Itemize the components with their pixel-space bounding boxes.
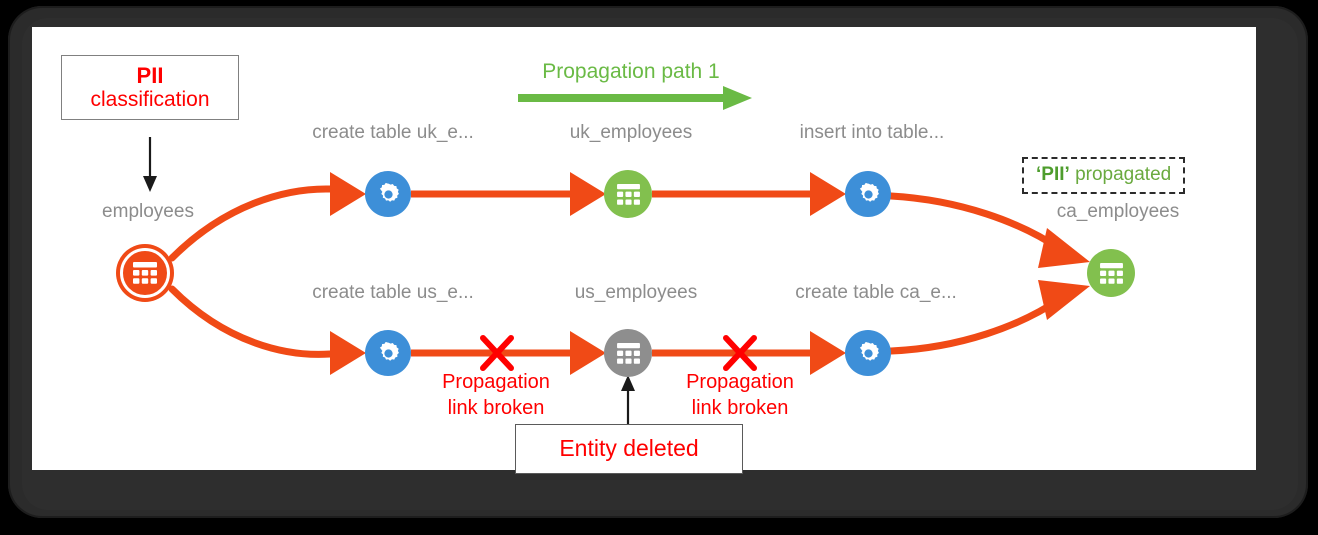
gear-icon [379,182,399,202]
node-label-ca-employees: ca_employees [1056,201,1180,222]
node-label-create-table-uk: create table uk_e... [312,122,474,143]
node-label-employees: employees [102,201,194,222]
gear-icon [859,182,879,202]
pii-propagated-quoted: ‘PII’ [1036,164,1070,185]
annotation-broken-link-1: Propagation link broken [442,369,550,421]
node-uk-employees[interactable] [604,170,652,218]
pii-classification-line2: classification [90,88,210,112]
node-label-create-table-ca: create table ca_e... [795,282,957,303]
node-label-us-employees: us_employees [574,282,698,303]
employees-highlight-ring [120,248,170,298]
pii-classification-line1: PII [136,63,164,88]
propagation-path-label: Propagation path 1 [542,60,720,83]
annotation-pii-propagated: ‘PII’ propagated [1022,157,1186,194]
table-grid-icon [1099,262,1123,284]
annotation-pii-classification: PII classification [61,55,239,121]
node-employees[interactable] [116,244,174,302]
node-label-uk-employees: uk_employees [569,122,693,143]
gear-icon [859,341,879,361]
node-create-table-us[interactable] [365,330,411,376]
node-create-table-ca[interactable] [845,330,891,376]
node-label-create-table-us: create table us_e... [312,282,474,303]
node-ca-employees[interactable] [1087,249,1135,297]
broken-link-1-line1: Propagation [442,371,550,393]
node-us-employees[interactable] [604,329,652,377]
annotation-broken-link-2: Propagation link broken [686,369,794,421]
table-grid-icon [133,262,157,284]
annotation-entity-deleted: Entity deleted [515,424,743,474]
broken-link-1-line2: link broken [447,397,545,419]
broken-link-2-line2: link broken [691,397,789,419]
node-create-table-uk[interactable] [365,171,411,217]
table-grid-icon [616,183,640,205]
gear-icon [379,341,399,361]
table-grid-icon [616,342,640,364]
pii-propagated-rest: propagated [1069,164,1172,185]
node-insert-into-table[interactable] [845,171,891,217]
node-label-insert-into-table: insert into table... [799,122,945,143]
broken-link-2-line1: Propagation [686,371,794,393]
